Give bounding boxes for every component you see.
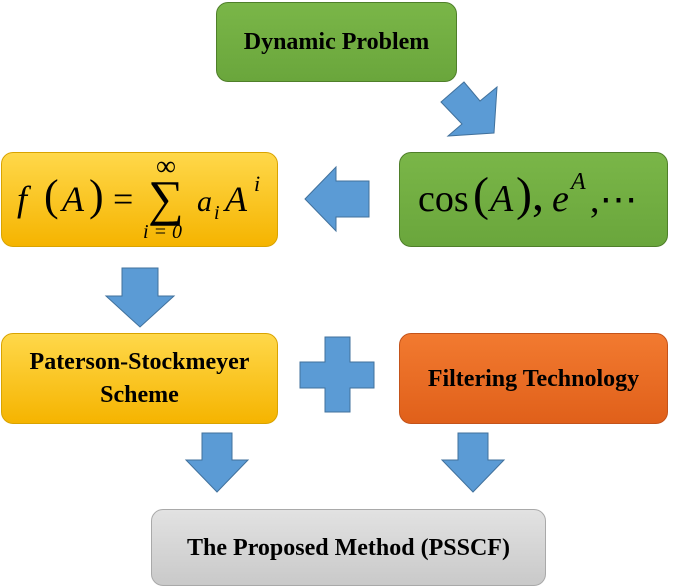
formula-equals: = (113, 179, 134, 219)
functions-rparen: ), (516, 168, 544, 221)
filtering-technology-box: Filtering Technology (399, 333, 668, 424)
plus-sign (299, 336, 375, 413)
formula-coef: a (197, 185, 212, 218)
series-formula-box: f ( A ) = ∞ ∑ i = 0 a i A i (1, 151, 278, 247)
formula-rparen: ) (89, 171, 104, 220)
functions-lparen: ( (473, 168, 489, 221)
formula-lparen: ( (44, 171, 59, 220)
formula-base: A (225, 179, 247, 219)
functions-cos: cos (418, 178, 469, 220)
functions-box: cos ( A ), e A ,⋯ (399, 152, 668, 247)
arrow-down-left (184, 432, 250, 493)
functions-rest: ,⋯ (590, 179, 638, 221)
formula-lower-limit: i = 0 (143, 221, 183, 243)
formula-coef-sub: i (214, 202, 220, 224)
paterson-stockmeyer-label: Paterson-Stockmeyer Scheme (29, 348, 250, 408)
arrow-down-right (440, 432, 506, 493)
filtering-technology-label: Filtering Technology (427, 365, 640, 392)
arrow-diagonal (440, 81, 498, 137)
proposed-method-box: The Proposed Method (PSSCF) (151, 509, 546, 586)
formula-exp: i (254, 171, 261, 196)
dynamic-problem-label: Dynamic Problem (243, 29, 430, 55)
proposed-method-label: The Proposed Method (PSSCF) (187, 534, 510, 561)
functions-e: e (552, 178, 569, 220)
formula-arg: A (62, 179, 84, 219)
formula-sigma: ∑ (148, 170, 184, 226)
paterson-stockmeyer-box: Paterson-Stockmeyer Scheme (1, 333, 278, 424)
dynamic-problem-box: Dynamic Problem (216, 2, 457, 82)
arrow-left (304, 165, 370, 233)
functions-e-exp: A (571, 169, 586, 195)
formula-f: f (17, 179, 28, 219)
functions-arg: A (490, 178, 514, 220)
formula-upper-limit: ∞ (156, 151, 176, 182)
arrow-down-series (104, 267, 176, 328)
